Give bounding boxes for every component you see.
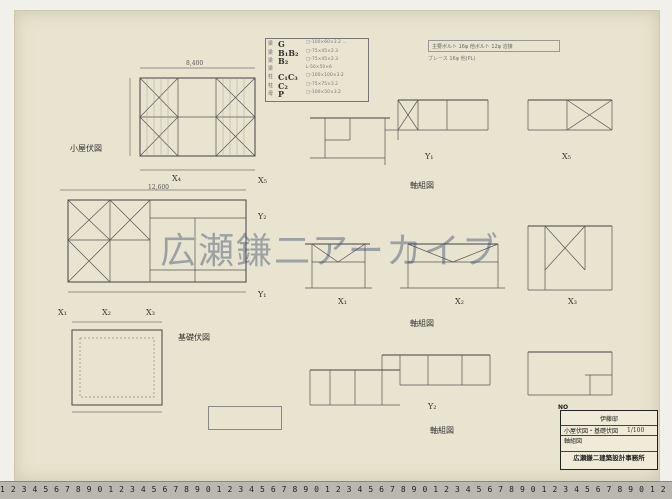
elevation-label: Y₂: [428, 402, 437, 411]
structural-note-line: ブレース 16φ 他(PL): [428, 56, 476, 62]
dimension-label: 12,600: [148, 184, 169, 191]
framing-elevation-label: 軸組図: [430, 426, 454, 435]
title-scale: 1/100: [627, 427, 645, 434]
sheet-number-label: NO: [558, 404, 569, 411]
grid-label: X₃: [146, 308, 155, 317]
grid-label: X₂: [102, 308, 111, 317]
drawing-sheet: [14, 10, 660, 482]
dimension-label: 8,400: [186, 60, 204, 67]
elevation-label: X₁: [338, 297, 347, 306]
title-office: 広瀬鎌二建築設計事務所: [561, 451, 657, 462]
elevation-label: X₂: [455, 297, 464, 306]
scale-ruler: 1 2 3 4 5 6 7 8 9 0 1 2 3 4 5 6 7 8 9 0 …: [0, 481, 672, 499]
structural-note: 主要ボルト 16φ 他ボルト 12φ 溶接: [428, 40, 560, 52]
title-owner: 伊藤邸: [599, 416, 618, 423]
title-drawing-name: 小屋伏図・基礎伏図: [561, 425, 657, 435]
ruler-numbers: 1 2 3 4 5 6 7 8 9 0 1 2 3 4 5 6 7 8 9 0 …: [0, 485, 672, 494]
framing-elevation-label: 軸組図: [410, 181, 434, 190]
elevation-label: X₃: [568, 297, 577, 306]
title-drawing-name-2: 軸組図: [561, 435, 657, 445]
foundation-note: [208, 406, 282, 430]
grid-label: Y₂: [258, 212, 267, 221]
grid-label: X₅: [258, 176, 267, 185]
foundation-plan-label: 基礎伏図: [178, 333, 210, 342]
elevation-label: Y₁: [425, 152, 434, 161]
elevation-label: X₅: [562, 152, 571, 161]
roof-framing-plan-label: 小屋伏図: [70, 144, 102, 153]
framing-elevation-label: 軸組図: [410, 319, 434, 328]
title-block: 伊藤邸 小屋伏図・基礎伏図 軸組図 1/100 広瀬鎌二建築設計事務所: [560, 410, 658, 470]
grid-label: X₁: [58, 308, 67, 317]
grid-label: X₄: [172, 174, 181, 183]
archive-watermark: 広瀬鎌二アーカイブ: [160, 231, 500, 272]
grid-label: Y₁: [258, 290, 267, 299]
